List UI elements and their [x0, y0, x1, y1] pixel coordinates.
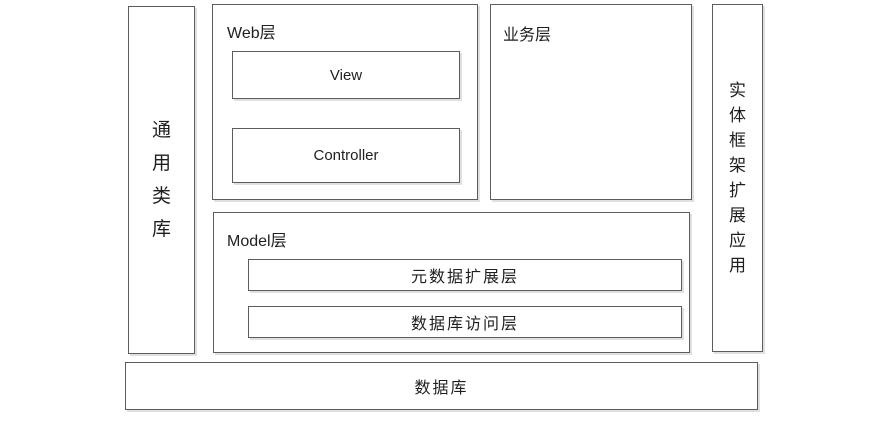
metadata-extension-layer-box: 元数据扩展层: [248, 259, 682, 291]
metadata-extension-layer-label: 元数据扩展层: [410, 269, 519, 286]
web-layer-title: Web层: [227, 25, 276, 42]
database-label: 数据库: [414, 380, 469, 397]
controller-box: Controller: [232, 128, 460, 183]
business-layer-box: 业务层: [490, 4, 692, 200]
model-layer-title: Model层: [227, 233, 287, 250]
view-label: View: [329, 66, 363, 84]
common-library-bar: 通用类库: [128, 6, 195, 354]
view-box: View: [232, 51, 460, 99]
model-layer-box: Model层 元数据扩展层 数据库访问层: [213, 212, 690, 353]
common-library-label: 通用类库: [151, 120, 171, 240]
database-box: 数据库: [125, 362, 758, 410]
business-layer-title: 业务层: [503, 27, 552, 44]
web-layer-box: Web层 View Controller: [212, 4, 478, 200]
database-access-layer-box: 数据库访问层: [248, 306, 682, 338]
controller-label: Controller: [313, 147, 379, 164]
entity-framework-extension-bar: 实体框架扩展应用: [712, 4, 763, 352]
database-access-layer-label: 数据库访问层: [410, 316, 519, 333]
entity-framework-extension-label: 实体框架扩展应用: [728, 81, 746, 275]
